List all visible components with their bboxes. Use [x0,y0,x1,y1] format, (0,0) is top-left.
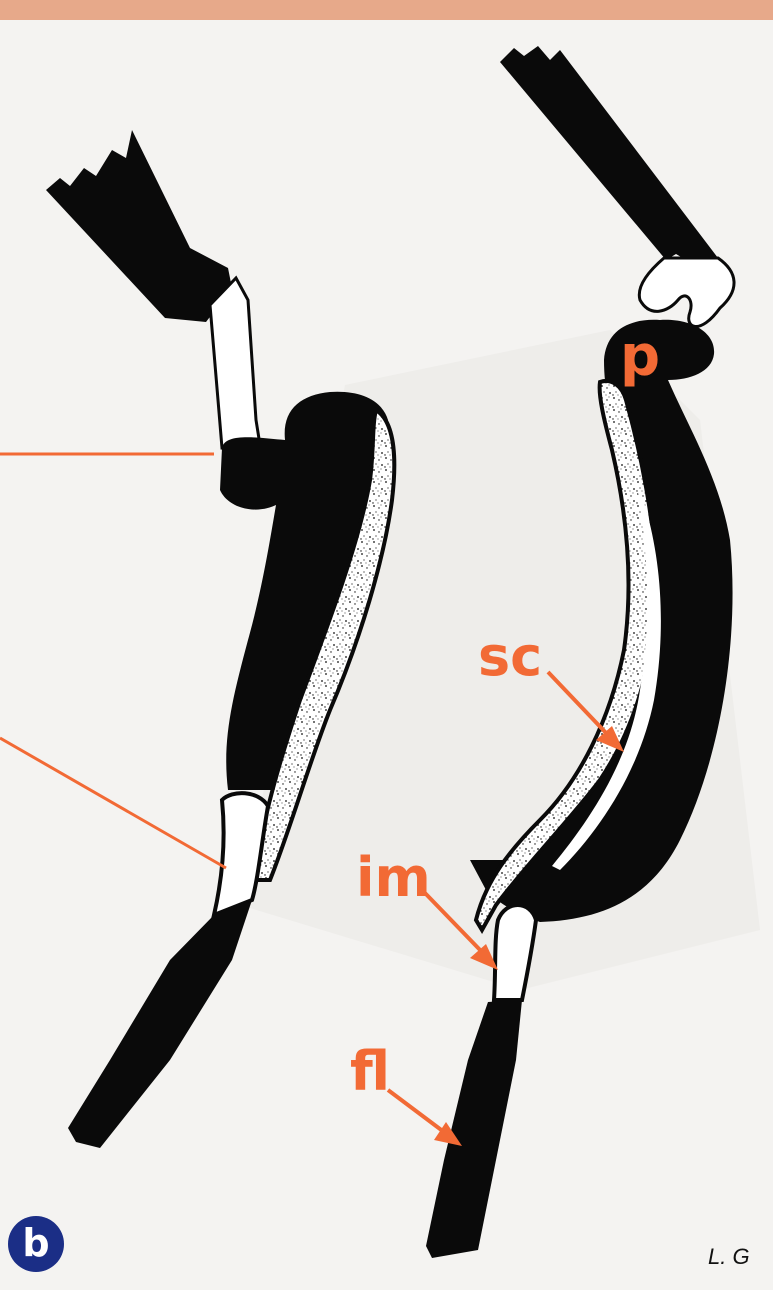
label-sc: sc [478,625,542,688]
fl-arrow-line [388,1090,444,1132]
left-upper-membrane [210,278,260,448]
left-hair-shaft [46,130,232,322]
right-upper-membrane [639,258,734,327]
label-im: im [356,846,431,909]
label-p: p [620,324,660,389]
left-lower-stem [68,900,252,1148]
panel-label-badge: b [8,1216,64,1272]
left-pointer-lower [0,738,226,868]
right-hair-shaft [500,46,718,268]
left-sensillum [46,130,394,1148]
image-credit: L. G [708,1244,750,1270]
label-fl: fl [350,1040,390,1103]
